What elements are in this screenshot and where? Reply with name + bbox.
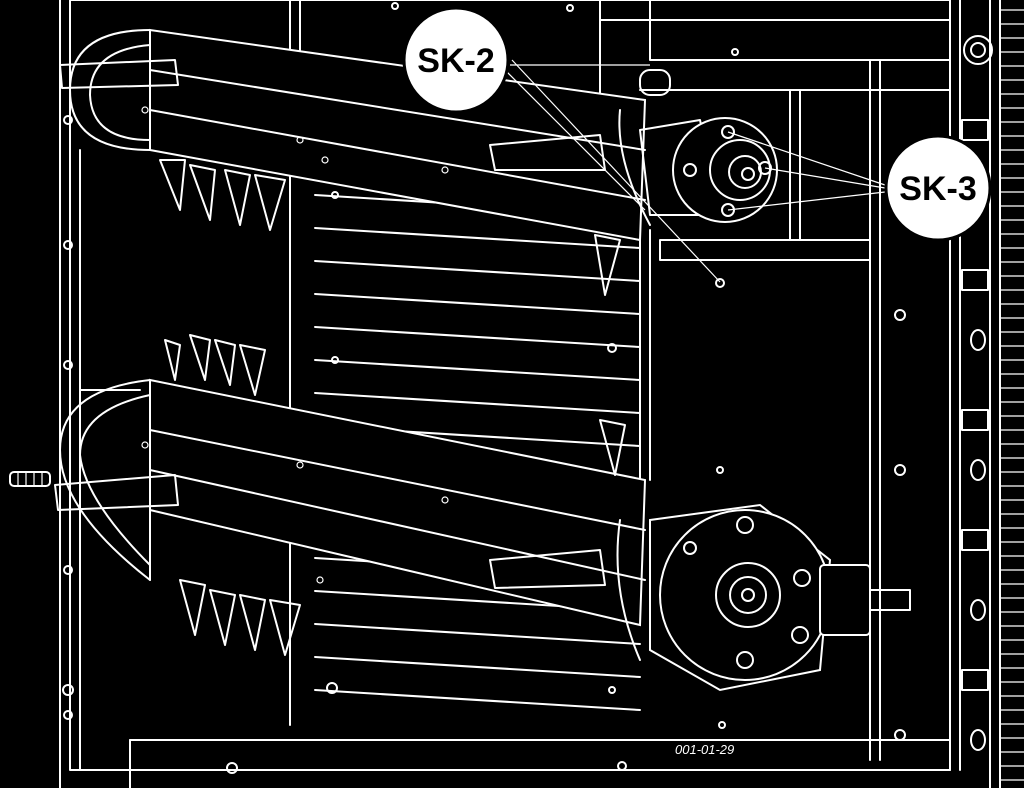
drawing-number: 001-01-29	[675, 742, 734, 757]
rail-teeth	[1000, 9, 1024, 781]
leader-lines	[504, 59, 886, 283]
slat	[314, 392, 641, 414]
callout-sk2: SK-2	[402, 6, 510, 114]
callout-sk3-label: SK-3	[899, 170, 976, 208]
slat	[314, 260, 641, 282]
slat	[314, 623, 641, 645]
slat	[314, 293, 641, 315]
upper-auger	[59, 28, 651, 296]
slat	[314, 227, 641, 249]
callout-sk3: SK-3	[884, 134, 992, 242]
drive-motor	[616, 503, 911, 692]
upper-bearing-hub	[639, 69, 778, 223]
slat	[314, 326, 641, 348]
right-rail	[961, 35, 993, 751]
slat	[314, 359, 641, 381]
callout-sk2-label: SK-2	[417, 42, 494, 80]
fasteners	[62, 2, 906, 774]
slat	[314, 656, 641, 678]
slat	[314, 689, 641, 711]
lower-auger	[9, 334, 647, 656]
